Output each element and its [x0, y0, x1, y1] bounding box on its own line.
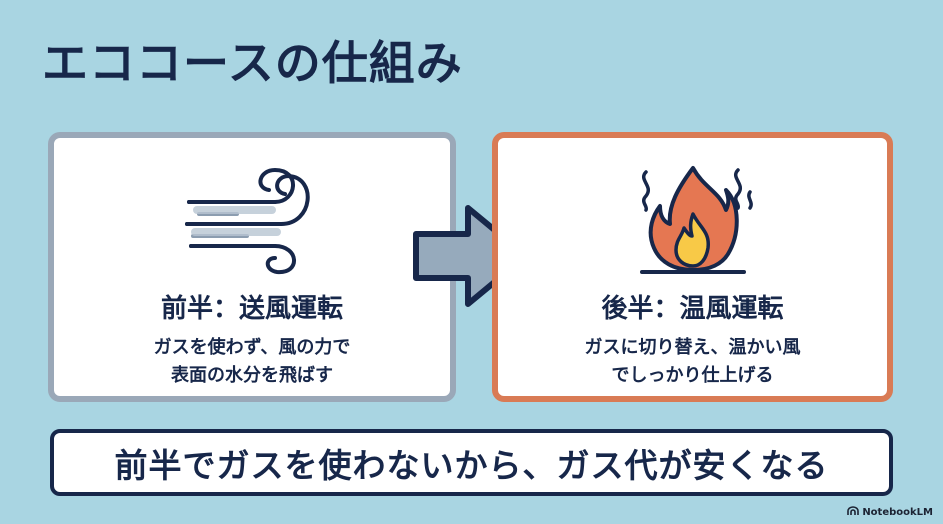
- wind-icon: [177, 162, 327, 281]
- page-title: エココースの仕組み: [42, 36, 463, 90]
- notebooklm-watermark: NotebookLM: [847, 506, 933, 519]
- second-half-desc-line1: ガスに切り替え、温かい風: [584, 337, 801, 358]
- second-half-description: ガスに切り替え、温かい風 でしっかり仕上げる: [498, 334, 887, 390]
- first-half-card: 前半：送風運転 ガスを使わず、風の力で 表面の水分を飛ばす: [48, 132, 456, 402]
- first-half-desc-line1: ガスを使わず、風の力で: [153, 337, 351, 358]
- first-half-desc-line2: 表面の水分を飛ばす: [171, 365, 333, 386]
- first-half-heading: 前半：送風運転: [160, 294, 343, 324]
- second-half-card: 後半：温風運転 ガスに切り替え、温かい風 でしっかり仕上げる: [492, 132, 893, 402]
- summary-banner: 前半でガスを使わないから、ガス代が安くなる: [50, 429, 893, 496]
- notebooklm-logo-icon: [847, 506, 860, 519]
- watermark-text: NotebookLM: [862, 507, 933, 518]
- summary-text: 前半でガスを使わないから、ガス代が安くなる: [114, 445, 829, 485]
- first-half-description: ガスを使わず、風の力で 表面の水分を飛ばす: [54, 334, 450, 390]
- second-half-heading: 後半：温風運転: [601, 294, 784, 324]
- second-half-desc-line2: でしっかり仕上げる: [611, 365, 774, 386]
- flame-icon: [628, 162, 758, 286]
